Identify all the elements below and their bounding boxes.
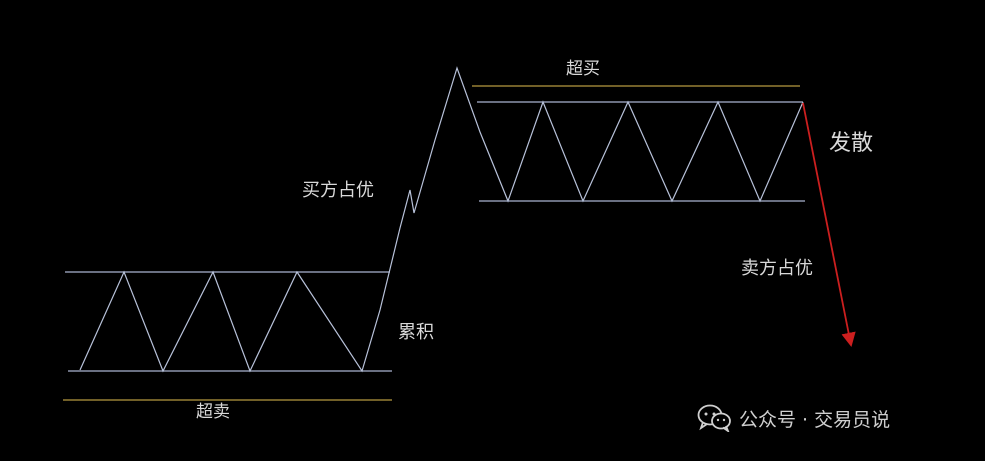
wechat-icon [697, 404, 731, 432]
label-overbought: 超买 [566, 59, 600, 79]
label-buy-advantage: 买方占优 [302, 180, 374, 201]
lower-range-zigzag [79, 66, 804, 373]
breakdown-arrow [802, 102, 856, 348]
watermark-text: 公众号 · 交易员说 [739, 408, 891, 431]
label-accumulation: 累积 [398, 322, 434, 343]
label-sell-advantage: 卖方占优 [741, 258, 813, 279]
label-divergence: 发散 [829, 131, 874, 156]
label-oversold: 超卖 [196, 402, 230, 422]
watermark: 公众号 · 交易员说 [697, 404, 890, 432]
